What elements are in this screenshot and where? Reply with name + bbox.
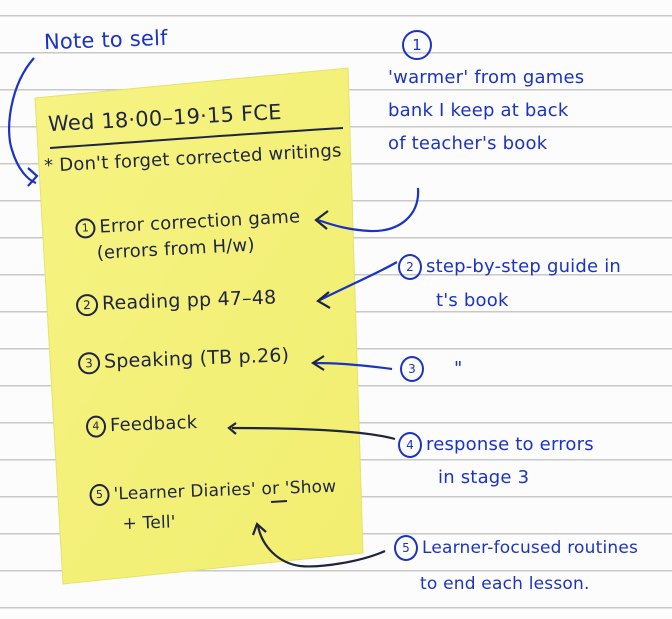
annotation-text: Learner-focused routines [422,538,639,558]
arrow-4-head [227,422,237,435]
annotation-text: to end each lesson. [420,574,590,594]
item-number-badge: 1 [74,217,96,239]
arrow-4 [231,426,396,441]
arrow-2-head [316,291,331,309]
annotation-number-badge: 2 [398,254,422,280]
arrow-5-head [251,522,267,536]
ditto-mark: " [454,358,463,379]
item-number-badge: 5 [89,483,110,507]
item-text: 'Learner Diaries' or 'Show [113,476,337,505]
note-to-self-arrow [7,57,37,185]
note-to-self-label: Note to self [43,25,169,55]
arrow-1 [317,187,420,233]
annotation-text: in stage 3 [438,467,530,488]
item-number-badge: 2 [75,293,99,316]
annotation-number-badge: 5 [394,535,418,561]
annotation-text: t's book [436,290,509,311]
annotation-text: step-by-step guide in [426,256,622,277]
item-text: Feedback [109,412,198,437]
annotation-number-badge: 1 [402,30,432,60]
annotation-number-badge: 3 [400,356,424,382]
note-to-self-arrowhead [27,167,39,187]
arrow-1-head [314,210,329,230]
arrow-2 [319,261,398,301]
annotation-text: bank I keep at back [388,100,569,121]
arrow-3 [313,361,393,371]
annotation-1: 1 'warmer' from games bank I keep at bac… [388,28,584,160]
arrow-5 [256,525,386,568]
annotation-text: of teacher's book [388,133,548,154]
arrow-3-head [310,355,325,371]
or-underline [270,500,288,503]
sticky-item-5: 5'Learner Diaries' or 'Show + Tell' [89,472,338,541]
item-text: + Tell' [122,512,177,535]
annotation-text: 'warmer' from games [388,67,585,88]
annotation-3: 3" [400,356,462,382]
annotation-text: response to errors [426,434,594,455]
item-number-badge: 3 [77,351,101,375]
header-underline [49,127,344,149]
item-number-badge: 4 [85,415,107,438]
annotation-number-badge: 4 [398,432,422,458]
sticky-note-shape [34,67,364,585]
